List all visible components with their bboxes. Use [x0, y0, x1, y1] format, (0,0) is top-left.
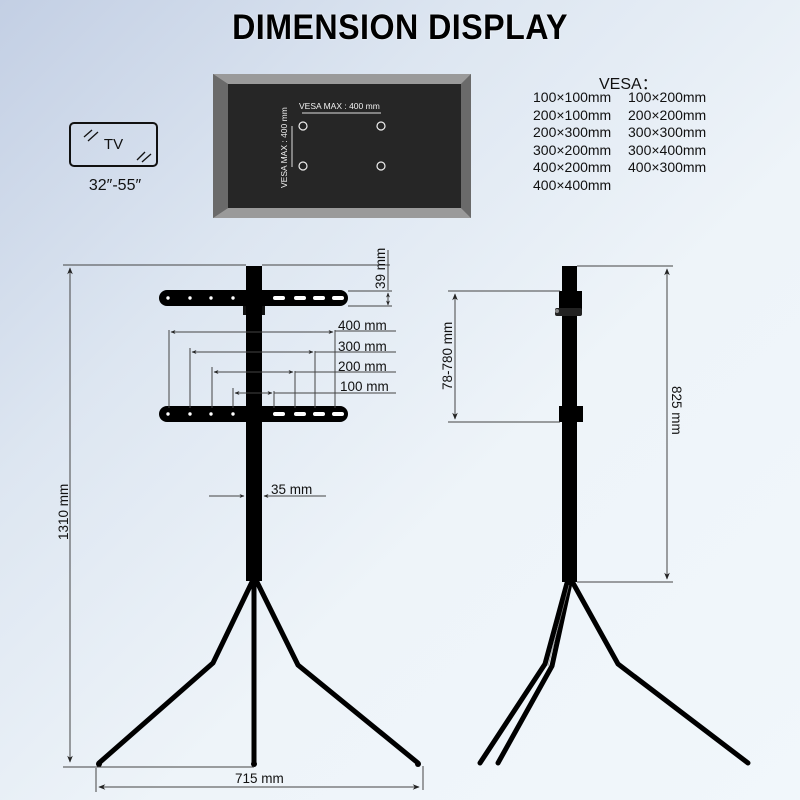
pole-diameter-label: 35 mm	[271, 482, 312, 497]
vesa-horizontal-label: VESA MAX : 400 mm	[299, 101, 380, 111]
vesa-size-list: 100×100mm 100×200mm 200×100mm 200×200mm …	[533, 89, 763, 195]
vesa-title: VESA：	[599, 76, 658, 93]
bracket-width-300-label: 300 mm	[338, 339, 387, 354]
mount-hole-icon	[376, 121, 386, 131]
bracket-width-100-label: 100 mm	[340, 379, 389, 394]
vesa-size: 300×200mm	[533, 141, 612, 158]
pole-height-label: 825 mm	[669, 386, 684, 435]
adjust-range-label: 78-780 mm	[440, 322, 455, 390]
bottom-bracket	[159, 406, 348, 422]
vesa-size: 100×200mm	[628, 89, 707, 105]
vesa-size: 200×200mm	[628, 106, 707, 123]
vesa-size: 200×100mm	[533, 106, 612, 123]
top-offset-label: 39 mm	[373, 248, 388, 289]
total-height-label: 1310 mm	[56, 484, 71, 540]
vesa-size: 400×400mm	[533, 176, 612, 193]
side-view-stand	[477, 266, 751, 766]
vesa-size: 400×300mm	[628, 159, 707, 176]
base-width-label: 715 mm	[235, 771, 284, 786]
mount-hole-icon	[298, 121, 308, 131]
top-bracket	[159, 290, 348, 306]
vesa-size: 200×300mm	[533, 124, 612, 141]
vesa-size: 100×100mm	[533, 89, 612, 105]
mount-hole-icon	[376, 161, 386, 171]
vesa-size: 300×300mm	[628, 124, 707, 141]
vesa-size: 300×400mm	[628, 141, 707, 158]
page-title: DIMENSION DISPLAY	[232, 8, 568, 47]
mount-hole-icon	[298, 161, 308, 171]
bracket-width-400-label: 400 mm	[338, 318, 387, 333]
vesa-vertical-label: VESA MAX : 400 mm	[279, 107, 289, 188]
tv-icon: TV	[69, 122, 158, 167]
tv-size-range: 32″-55″	[88, 177, 142, 194]
vesa-size: 400×200mm	[533, 159, 612, 176]
bracket-width-200-label: 200 mm	[338, 359, 387, 374]
tv-back-panel: VESA MAX : 400 mm VESA MAX : 400 mm	[213, 74, 471, 218]
tv-icon-label: TV	[103, 136, 124, 153]
front-view-stand	[96, 266, 421, 767]
glare-marks-icon	[83, 129, 152, 163]
